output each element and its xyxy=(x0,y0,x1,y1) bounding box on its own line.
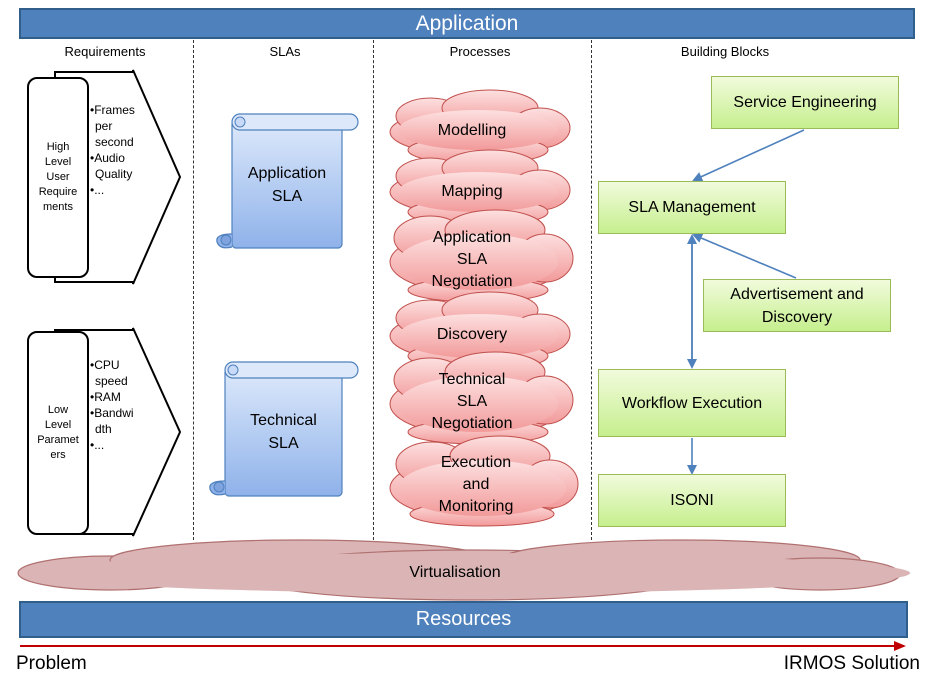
process-mapping: Mapping xyxy=(441,183,503,200)
high-level-label-line: ments xyxy=(43,201,73,213)
block-service-engineering: Service Engineering xyxy=(711,76,899,129)
high-level-label-line: Level xyxy=(44,156,72,168)
arrow-advert-to-sla xyxy=(692,233,797,279)
block-label: Advertisement and xyxy=(730,285,864,303)
bullet-line: second xyxy=(95,135,134,149)
process-line: SLA xyxy=(456,393,488,410)
process-line: Negotiation xyxy=(431,273,513,290)
column-divider-1 xyxy=(193,40,194,540)
bullet-line: Quality xyxy=(95,167,133,181)
cloud-modelling xyxy=(389,89,571,165)
bullet-line: per xyxy=(95,119,113,133)
process-line: Execution xyxy=(440,454,512,471)
process-technical-sla-negotiation: Technical SLA Negotiation xyxy=(398,369,546,435)
column-header-slas: SLAs xyxy=(269,44,301,59)
problem-label: Problem xyxy=(16,653,87,674)
bullet-line: •Frames xyxy=(90,103,135,117)
high-level-bullet-list: •Frames per second •Audio Quality •... xyxy=(90,102,135,198)
process-line: Negotiation xyxy=(431,415,513,432)
high-level-label-line: Require xyxy=(38,186,78,198)
application-sla-label: Application SLA xyxy=(232,162,342,208)
cloud-discovery xyxy=(389,291,571,371)
bullet-line: •Audio xyxy=(90,151,125,165)
application-sla-line1: Application xyxy=(247,165,327,182)
high-level-requirements-box: High Level User Require ments xyxy=(27,77,89,278)
block-advertisement-and-discovery: Advertisement and Discovery xyxy=(703,279,891,332)
block-isoni: ISONI xyxy=(598,474,786,527)
block-label: Discovery xyxy=(761,308,833,326)
technical-sla-label: Technical SLA xyxy=(225,409,342,455)
virtualisation-cloud xyxy=(17,539,910,601)
process-clouds xyxy=(389,89,579,527)
cloud-execution-and-monitoring xyxy=(389,435,579,527)
application-sla-scroll xyxy=(216,113,359,249)
process-execution-and-monitoring: Execution and Monitoring xyxy=(400,452,552,518)
block-workflow-execution: Workflow Execution xyxy=(598,369,786,437)
column-header-building-blocks: Building Blocks xyxy=(680,44,770,59)
block-label: Service Engineering xyxy=(733,94,877,111)
process-line: Monitoring xyxy=(438,498,514,515)
column-header-requirements: Requirements xyxy=(64,44,146,59)
cloud-technical-sla-negotiation xyxy=(389,351,574,445)
low-level-label-line: Paramet xyxy=(37,434,79,446)
column-header-processes: Processes xyxy=(449,44,511,59)
low-level-bullet-list: •CPU speed •RAM •Bandwi dth •... xyxy=(90,357,134,453)
low-level-label-line: ers xyxy=(50,449,66,461)
process-modelling: Modelling xyxy=(437,122,507,139)
high-level-label-line: User xyxy=(46,171,70,183)
resources-title: Resources xyxy=(415,608,512,630)
high-level-label-line: High xyxy=(46,141,70,153)
bullet-line: dth xyxy=(95,422,112,436)
process-line: Application xyxy=(432,229,512,246)
technical-sla-scroll xyxy=(209,361,359,497)
virtualisation-label: Virtualisation xyxy=(409,564,501,581)
arrow-service-to-sla xyxy=(692,129,805,182)
process-line: Technical xyxy=(438,371,506,388)
application-title: Application xyxy=(415,11,519,35)
bullet-line: •... xyxy=(90,183,105,197)
bullet-line: •RAM xyxy=(90,390,121,404)
process-application-sla-negotiation: Application SLA Negotiation xyxy=(398,227,546,293)
process-line: SLA xyxy=(456,251,488,268)
column-divider-3 xyxy=(591,40,592,540)
low-level-label-line: Low xyxy=(47,404,69,416)
block-label: Workflow Execution xyxy=(621,394,763,412)
block-label: ISONI xyxy=(670,492,714,509)
technical-sla-line1: Technical xyxy=(250,412,317,429)
low-level-parameters-box: Low Level Paramet ers xyxy=(27,331,89,535)
bullet-line: speed xyxy=(95,374,128,388)
low-level-label-line: Level xyxy=(44,419,72,431)
bullet-line: •Bandwi xyxy=(90,406,134,420)
irmos-solution-label: IRMOS Solution xyxy=(783,653,920,674)
application-sla-line2: SLA xyxy=(271,188,303,205)
block-sla-management: SLA Management xyxy=(598,181,786,234)
process-line: and xyxy=(462,476,490,493)
block-label: SLA Management xyxy=(628,199,756,216)
technical-sla-line2: SLA xyxy=(268,435,299,452)
process-discovery: Discovery xyxy=(436,326,508,343)
column-divider-2 xyxy=(373,40,374,540)
bullet-line: •... xyxy=(90,438,105,452)
resources-bar: Resources xyxy=(19,601,908,638)
application-bar: Application xyxy=(19,8,915,39)
bullet-line: •CPU xyxy=(90,358,120,372)
